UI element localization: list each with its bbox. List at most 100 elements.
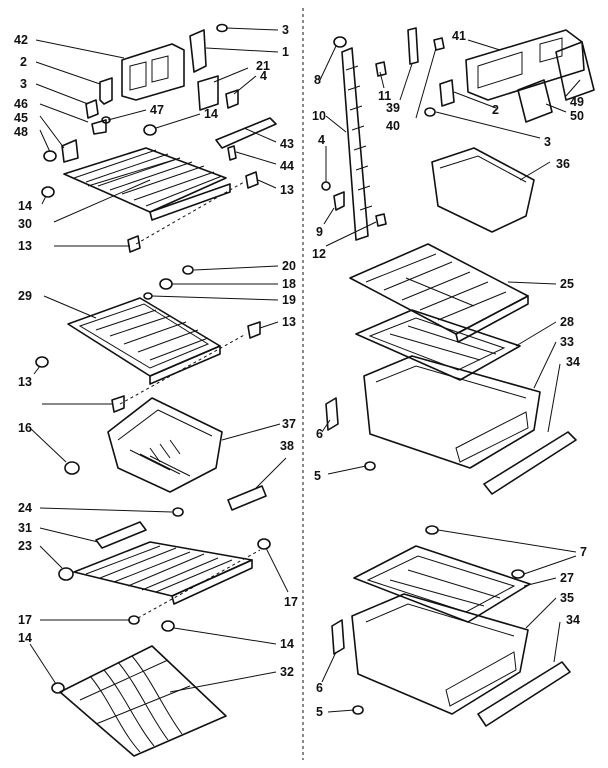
cap-part-8 — [333, 36, 347, 48]
callout-4: 4 — [260, 69, 267, 83]
callout-47: 47 — [150, 103, 164, 117]
control-housing-part — [121, 43, 185, 101]
callout-14-top: 14 — [204, 107, 218, 121]
left-callouts: 42 2 3 46 45 48 3 1 21 4 47 14 43 44 13 … — [14, 23, 298, 679]
leader-lines — [29, 27, 581, 713]
washer-part — [143, 292, 153, 300]
callout-13-a: 13 — [280, 183, 294, 197]
slide-part-6b — [331, 619, 345, 655]
lens-part-49 — [555, 41, 595, 101]
callout-50: 50 — [570, 109, 584, 123]
clip-part-7b — [511, 569, 525, 579]
crisper-drawer-part — [363, 355, 541, 469]
callout-1: 1 — [282, 45, 289, 59]
callout-32: 32 — [280, 665, 294, 679]
callout-36: 36 — [556, 157, 570, 171]
light-housing-part — [465, 29, 585, 101]
bracket-part-39 — [407, 27, 419, 65]
callout-20: 20 — [282, 259, 296, 273]
callout-17-a: 17 — [284, 595, 298, 609]
crisper-cover-part — [355, 309, 521, 381]
trim-part — [227, 485, 267, 511]
callout-45: 45 — [14, 111, 28, 125]
callout-43: 43 — [280, 137, 294, 151]
cover-part-50 — [517, 79, 553, 123]
meat-keeper-cover-part — [353, 545, 531, 623]
callout-8: 8 — [314, 73, 321, 87]
callout-21: 21 — [256, 59, 270, 73]
shelf-support-part — [41, 186, 55, 198]
callout-3-top: 3 — [282, 23, 289, 37]
callout-18: 18 — [282, 277, 296, 291]
clip-part-17 — [257, 538, 271, 550]
mount-line-b — [119, 333, 247, 405]
drawer-trim-part — [483, 431, 577, 495]
bushing-part-24 — [172, 507, 184, 517]
callout-3-right: 3 — [544, 135, 551, 149]
screw-part-47 — [101, 116, 111, 124]
slide-part-6 — [325, 397, 339, 431]
callout-37: 37 — [282, 417, 296, 431]
wire-basket-part — [59, 645, 227, 757]
callout-44: 44 — [280, 159, 294, 173]
callout-35: 35 — [560, 591, 574, 605]
crisper-bin-part — [107, 397, 223, 493]
wire-rack-part — [73, 521, 253, 605]
clip-part-17b — [128, 615, 140, 625]
bracket-part — [99, 77, 113, 105]
screw-part-20 — [182, 265, 194, 275]
screw-part-4r — [321, 181, 331, 191]
bracket-part-2r — [439, 79, 455, 107]
clip-part-13c — [247, 321, 261, 339]
callout-6-bottom: 6 — [316, 681, 323, 695]
callout-23: 23 — [18, 539, 32, 553]
right-callouts: 8 10 4 9 12 11 39 40 41 49 50 2 3 36 25 … — [312, 29, 587, 719]
callout-5-bottom: 5 — [316, 705, 323, 719]
callout-25: 25 — [560, 277, 574, 291]
meat-keeper-drawer-part — [351, 593, 529, 715]
callout-28: 28 — [560, 315, 574, 329]
callout-14-c: 14 — [280, 637, 294, 651]
callout-30: 30 — [18, 217, 32, 231]
clip-part-40 — [433, 37, 445, 51]
callout-6-top: 6 — [316, 427, 323, 441]
callout-42: 42 — [14, 33, 28, 47]
callout-49: 49 — [570, 95, 584, 109]
hinge-part — [61, 139, 79, 163]
clip-part-5 — [364, 461, 376, 471]
callout-4-right: 4 — [318, 133, 325, 147]
screw-part-3r — [424, 107, 436, 117]
damper-part — [85, 99, 99, 119]
callout-10: 10 — [312, 109, 326, 123]
callout-2-right: 2 — [492, 103, 499, 117]
shelf-rail-part — [341, 47, 373, 241]
callout-11: 11 — [378, 89, 391, 103]
wire-shelf-part — [63, 147, 231, 221]
callout-34-bottom: 34 — [566, 613, 580, 627]
callout-13-b: 13 — [18, 239, 32, 253]
plate-part — [197, 75, 219, 111]
spill-shelf-part — [349, 243, 529, 343]
knob-part — [64, 461, 80, 475]
clip-part-13e — [111, 395, 125, 413]
dairy-bin-part — [431, 147, 535, 233]
callout-38: 38 — [280, 439, 294, 453]
clip-part-23 — [58, 567, 74, 581]
rail-part — [215, 117, 277, 149]
damper-cover-part — [91, 119, 107, 135]
callout-29: 29 — [18, 289, 32, 303]
callout-19: 19 — [282, 293, 296, 307]
callout-13-c: 13 — [282, 315, 296, 329]
glass-shelf-part — [67, 297, 221, 385]
callout-2: 2 — [20, 55, 27, 69]
screw-part-11 — [375, 61, 387, 77]
callout-9: 9 — [316, 225, 323, 239]
screw-part — [216, 23, 228, 33]
callout-24: 24 — [18, 501, 32, 515]
callout-14-b: 14 — [18, 199, 32, 213]
callout-12: 12 — [312, 247, 326, 261]
callout-13-d: 13 — [18, 375, 32, 389]
callout-31: 31 — [18, 521, 32, 535]
